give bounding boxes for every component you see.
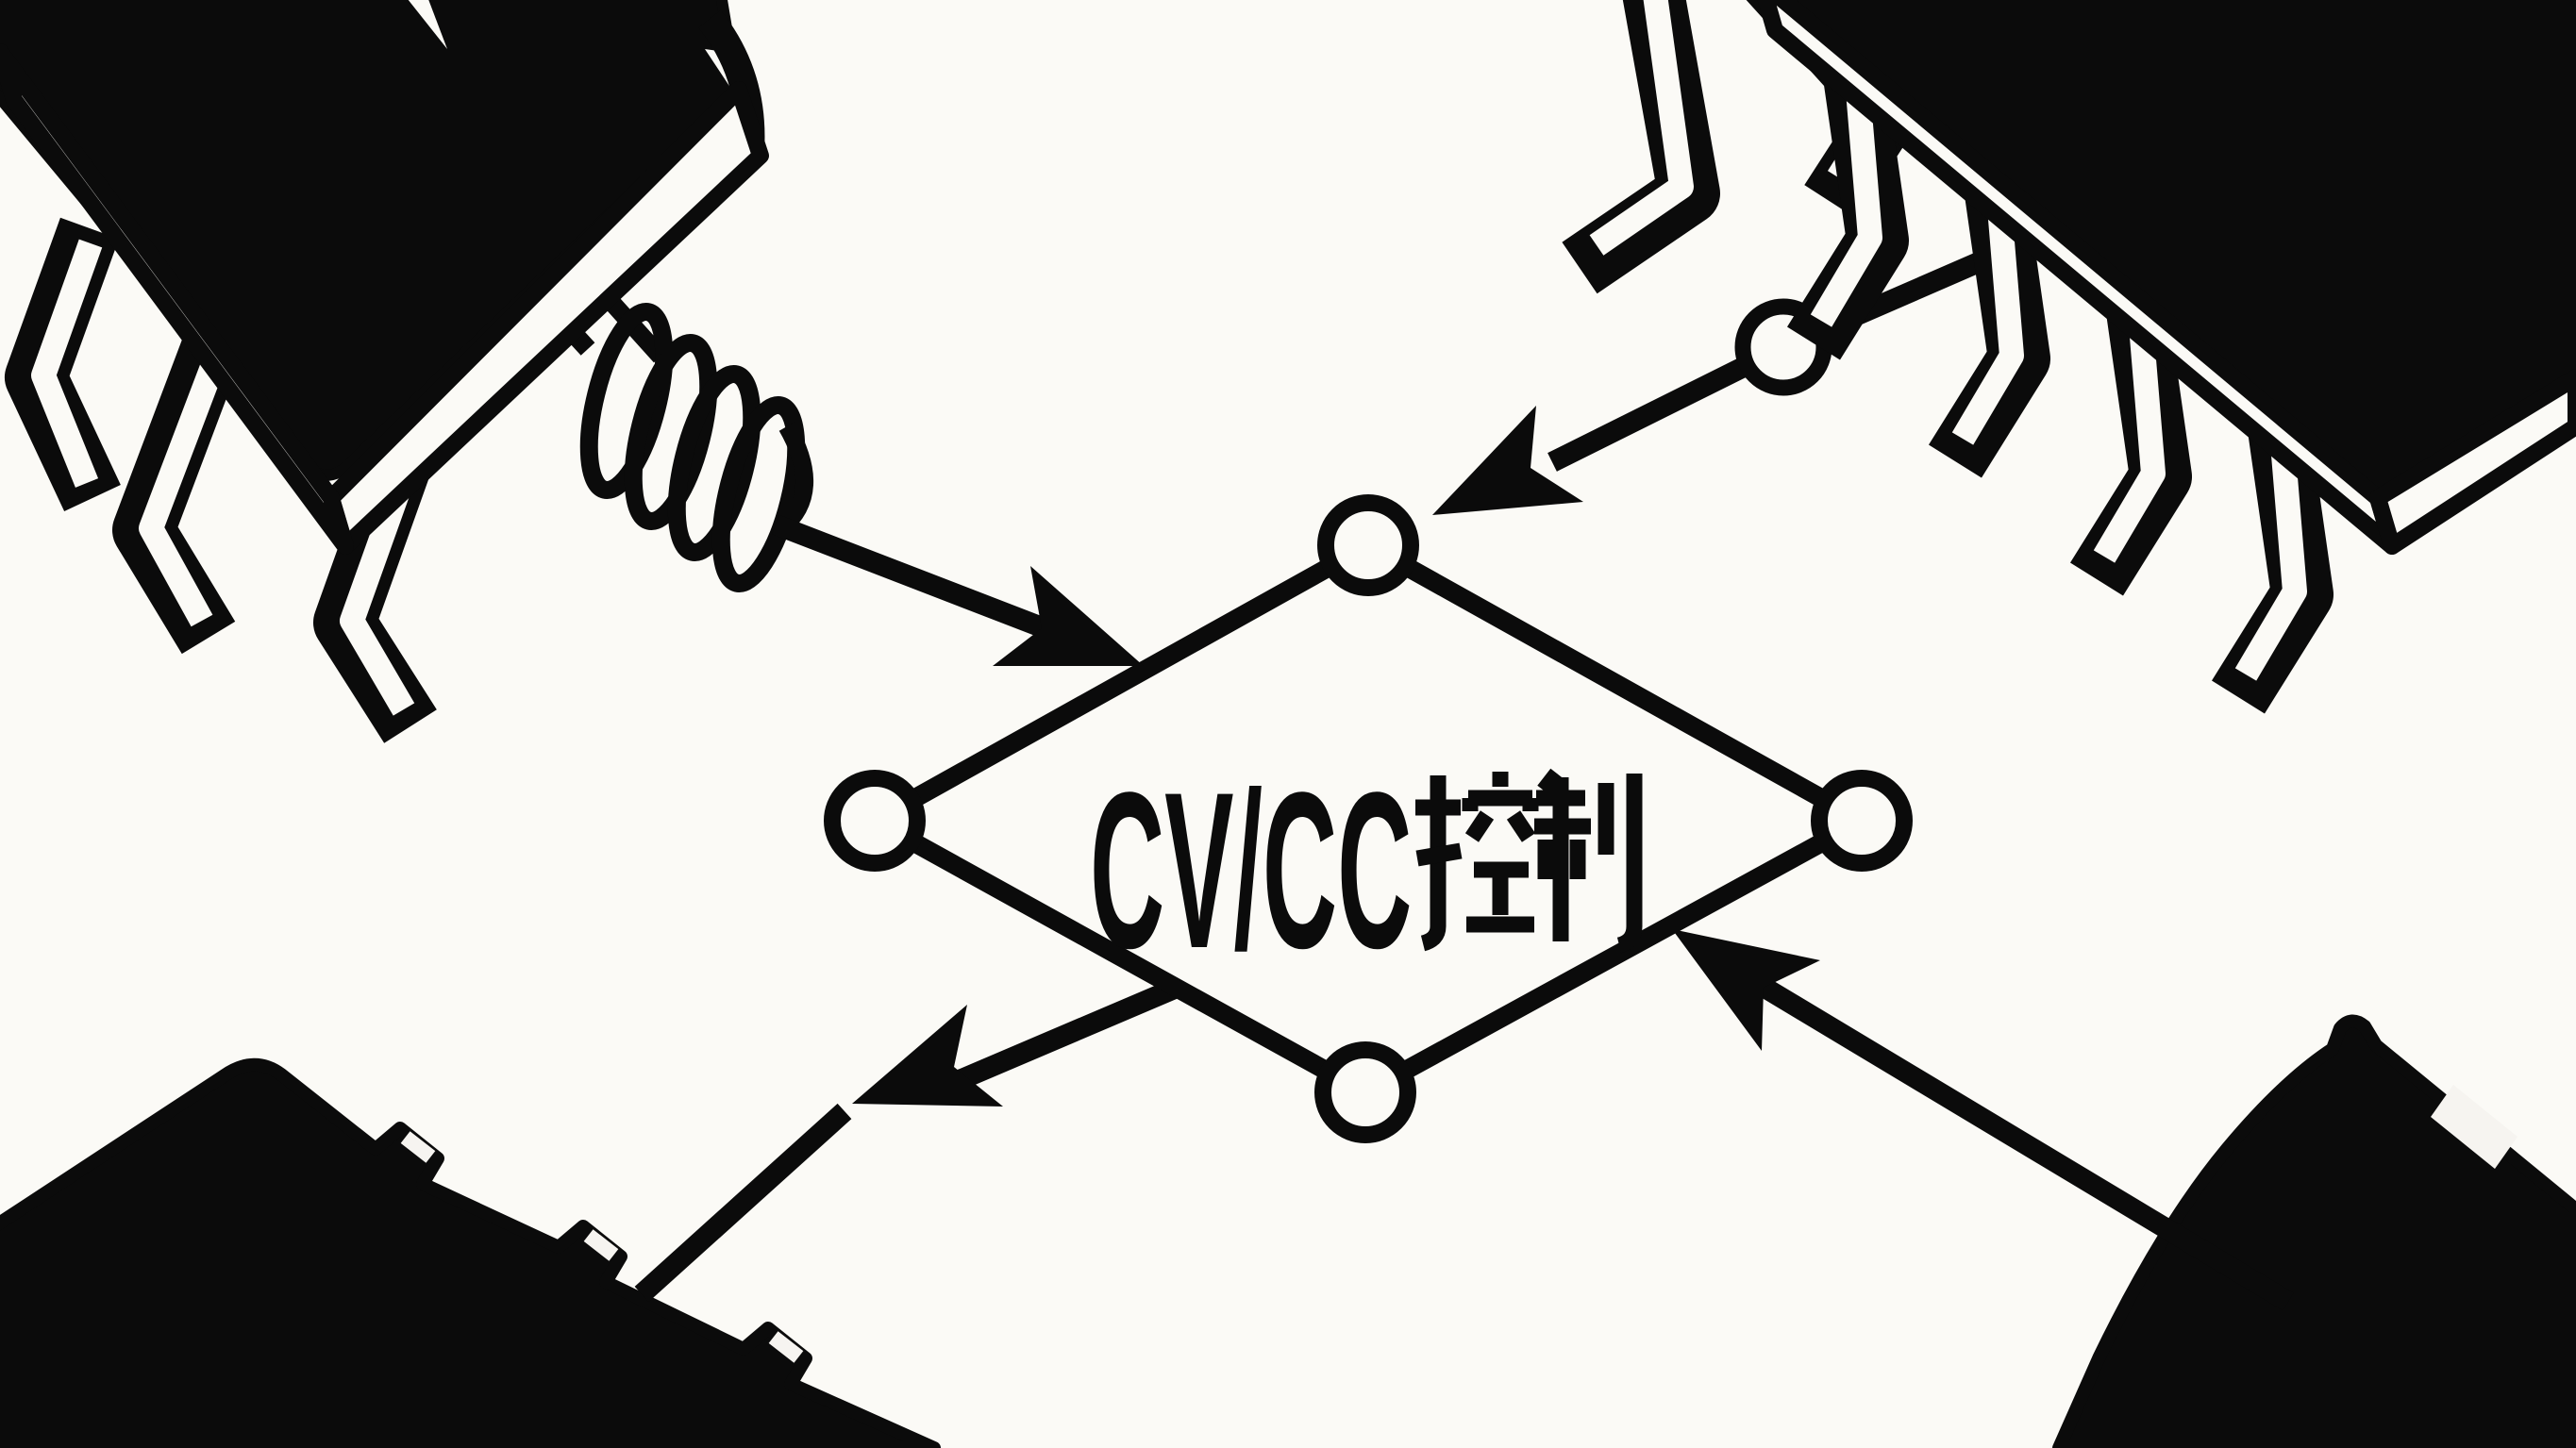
arrow-to-bottom-left-module	[634, 977, 1181, 1303]
power-device-bottom-right	[2052, 1014, 2576, 1448]
center-label: CV/CC	[1090, 745, 1643, 994]
module-bottom-left	[0, 1057, 941, 1448]
arrowhead-icon	[852, 1005, 1003, 1107]
chip-side-face	[0, 43, 354, 555]
pin-highlight-sliver	[583, 1229, 619, 1261]
diamond-node-bottom	[1314, 1041, 1416, 1143]
arrow-shaft	[948, 977, 1181, 1093]
pin-highlight-sliver	[400, 1131, 436, 1163]
diamond-node-left	[824, 770, 926, 872]
arrow-tail	[634, 1103, 852, 1303]
ic-chip-top-right	[1562, 0, 2576, 714]
arrow-shaft	[772, 514, 1053, 641]
ic-chip-top-left	[0, 0, 769, 743]
arrow-from-bottom-right-device	[1672, 929, 2294, 1311]
diamond-port-nodes	[824, 494, 1913, 1143]
hanzi-zhi-glyph	[1534, 768, 1643, 954]
chip-side-face	[2369, 369, 2576, 555]
arrowhead-icon	[1432, 406, 1583, 515]
tab-slot-hole	[2431, 1085, 2517, 1169]
arrowhead-icon	[993, 566, 1144, 666]
arrow-shaft	[1751, 974, 2294, 1311]
inductor-coil-connection	[537, 293, 1144, 666]
diamond-node-top	[1317, 494, 1419, 596]
hanzi-kong-glyph	[1415, 772, 1539, 952]
arrowhead-icon	[1672, 929, 1820, 1051]
spring-coil-icon	[579, 303, 813, 592]
diamond-node-right	[1811, 770, 1913, 872]
package-corner-nick	[408, 0, 447, 49]
pin-highlight-sliver	[768, 1331, 804, 1363]
center-label-latin-text: CV/CC	[1090, 745, 1412, 994]
